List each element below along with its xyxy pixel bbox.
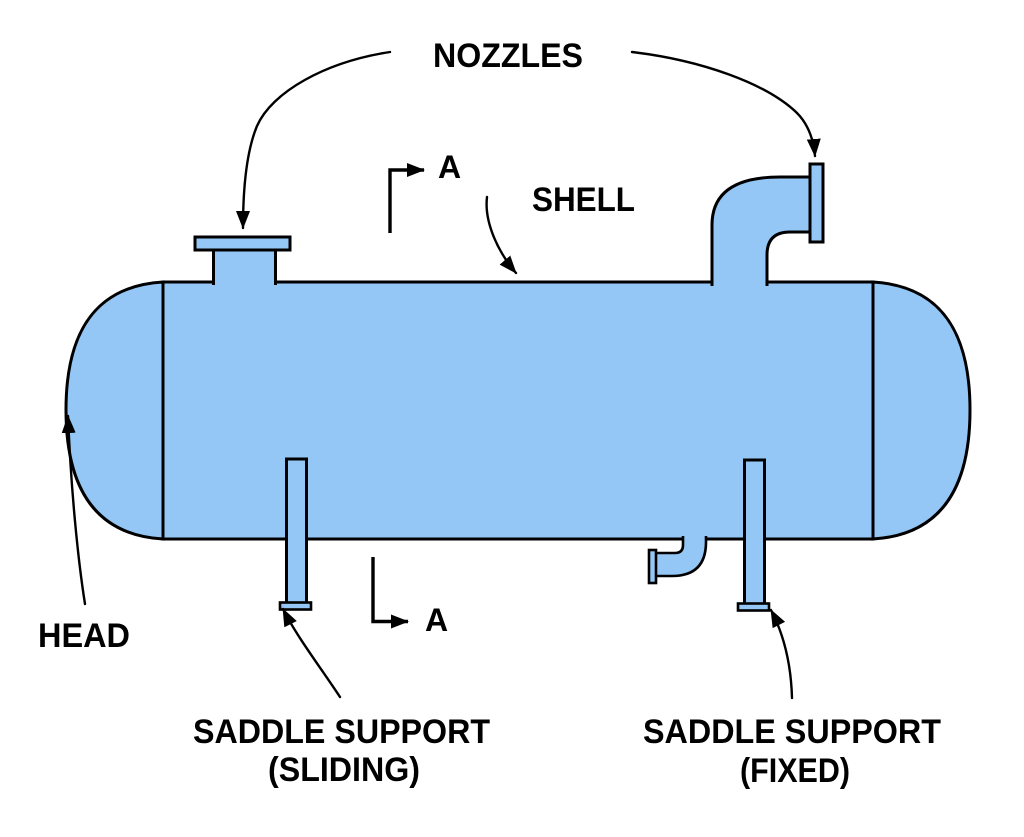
saddle-sliding-leader bbox=[281, 607, 342, 699]
drain-pipe-inner-outline bbox=[655, 536, 685, 555]
nozzles-label: NOZZLES bbox=[433, 37, 583, 75]
saddle-fixed-label: SADDLE SUPPORT (FIXED) bbox=[643, 713, 941, 790]
shell-label: SHELL bbox=[532, 181, 635, 219]
nozzle-neck-outline bbox=[212, 250, 277, 285]
elbow-pipe-outer-outline bbox=[710, 175, 811, 286]
elbow-flange bbox=[808, 162, 825, 244]
elbow-pipe bbox=[712, 177, 812, 288]
saddle-base-fixed bbox=[736, 602, 771, 612]
saddle-base-sliding bbox=[278, 601, 313, 611]
drain-pipe bbox=[654, 534, 706, 576]
nozzle-flange bbox=[193, 235, 292, 252]
section-marker-bottom-label: A bbox=[425, 602, 448, 638]
saddle-fixed-label-line1: SADDLE SUPPORT bbox=[643, 713, 941, 751]
vessel-head-left bbox=[64, 280, 165, 541]
elbow-nozzle-bottom bbox=[647, 534, 708, 585]
nozzles-leader-right bbox=[630, 50, 821, 158]
vessel-shell bbox=[161, 280, 875, 541]
shell-leader bbox=[485, 195, 518, 275]
vessel-head-right bbox=[871, 280, 972, 541]
flanged-nozzle-top bbox=[193, 235, 292, 288]
drain-flange bbox=[647, 548, 658, 585]
saddle-support-sliding bbox=[278, 457, 313, 611]
section-marker-bottom: A bbox=[371, 557, 448, 638]
nozzle-neck bbox=[212, 248, 277, 288]
section-marker-top-line bbox=[388, 163, 425, 233]
nozzles-leader-left bbox=[236, 50, 392, 230]
saddle-post-fixed bbox=[743, 458, 766, 606]
pressure-vessel bbox=[64, 280, 972, 541]
section-marker-top: A bbox=[388, 149, 461, 233]
elbow-nozzle-top bbox=[710, 162, 825, 288]
head-label: HEAD bbox=[38, 617, 130, 655]
saddle-post-sliding bbox=[285, 457, 308, 606]
head-leader bbox=[61, 414, 87, 606]
saddle-fixed-label-line2: (FIXED) bbox=[740, 752, 850, 790]
section-marker-top-label: A bbox=[438, 149, 461, 185]
drain-pipe-outer-outline bbox=[655, 536, 708, 578]
saddle-sliding-label: SADDLE SUPPORT (SLIDING) bbox=[193, 713, 490, 789]
saddle-sliding-label-line2: (SLIDING) bbox=[268, 751, 420, 789]
elbow-pipe-inner-outline bbox=[765, 230, 811, 286]
saddle-support-fixed bbox=[736, 458, 771, 612]
section-marker-bottom-line bbox=[371, 557, 409, 629]
saddle-fixed-leader bbox=[769, 608, 794, 700]
saddle-sliding-label-line1: SADDLE SUPPORT bbox=[193, 713, 490, 751]
